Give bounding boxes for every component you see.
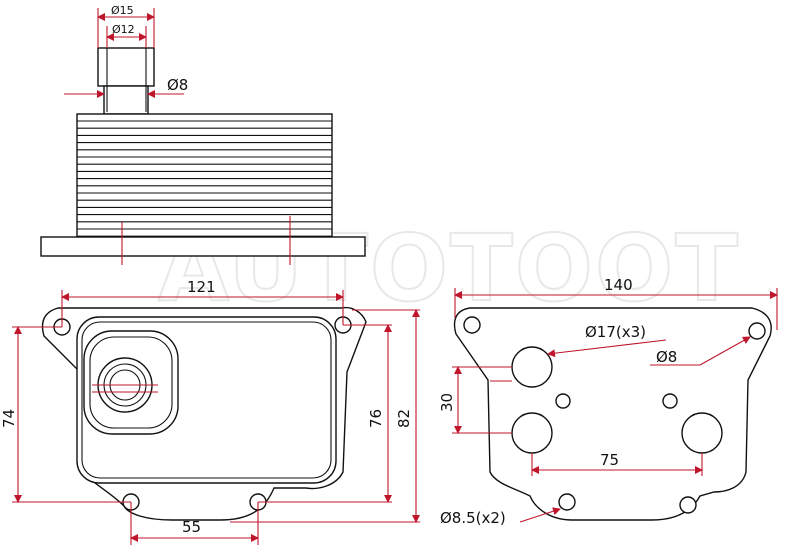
front-dim-height-74: 74	[0, 409, 18, 428]
rear-hole-tr	[748, 322, 766, 340]
front-dim-height-76: 76	[367, 409, 385, 428]
front-dim-width-121: 121	[187, 278, 216, 296]
side-dim-dia15: Ø15	[111, 4, 134, 17]
front-dim-width-55: 55	[182, 518, 201, 536]
rear-dim-mount-dia: Ø8.5(x2)	[440, 509, 506, 527]
rear-hole-br	[679, 496, 697, 514]
rear-dim-port-dia: Ø17(x3)	[585, 323, 646, 341]
side-base-plate	[40, 236, 366, 257]
front-dim-height-82: 82	[395, 409, 413, 428]
rear-dim-spacing-30: 30	[438, 393, 456, 412]
side-fins	[77, 120, 332, 237]
side-dim-dia8: Ø8	[167, 76, 188, 94]
rear-hole-bl	[558, 493, 576, 511]
rear-hole-tl	[463, 316, 481, 334]
rear-dim-spacing-75: 75	[600, 451, 619, 469]
side-view: Ø15 Ø12 Ø8	[40, 4, 366, 265]
front-view: 121 74 76 82 55	[0, 278, 420, 545]
rear-view: 140 Ø17(x3) Ø8 30 75 Ø8.5(x2)	[438, 276, 778, 527]
rear-port-1	[511, 346, 553, 388]
side-nozzle-neck	[103, 85, 149, 115]
side-fin-stack	[76, 113, 333, 239]
side-dim-dia12: Ø12	[112, 23, 135, 36]
rear-dim-hole-dia: Ø8	[656, 348, 677, 366]
rear-small-hole-1	[555, 393, 571, 409]
rear-port-2	[511, 412, 553, 454]
rear-small-hole-2	[662, 393, 678, 409]
rear-port-3	[681, 412, 723, 454]
rear-dim-width-140: 140	[604, 276, 633, 294]
